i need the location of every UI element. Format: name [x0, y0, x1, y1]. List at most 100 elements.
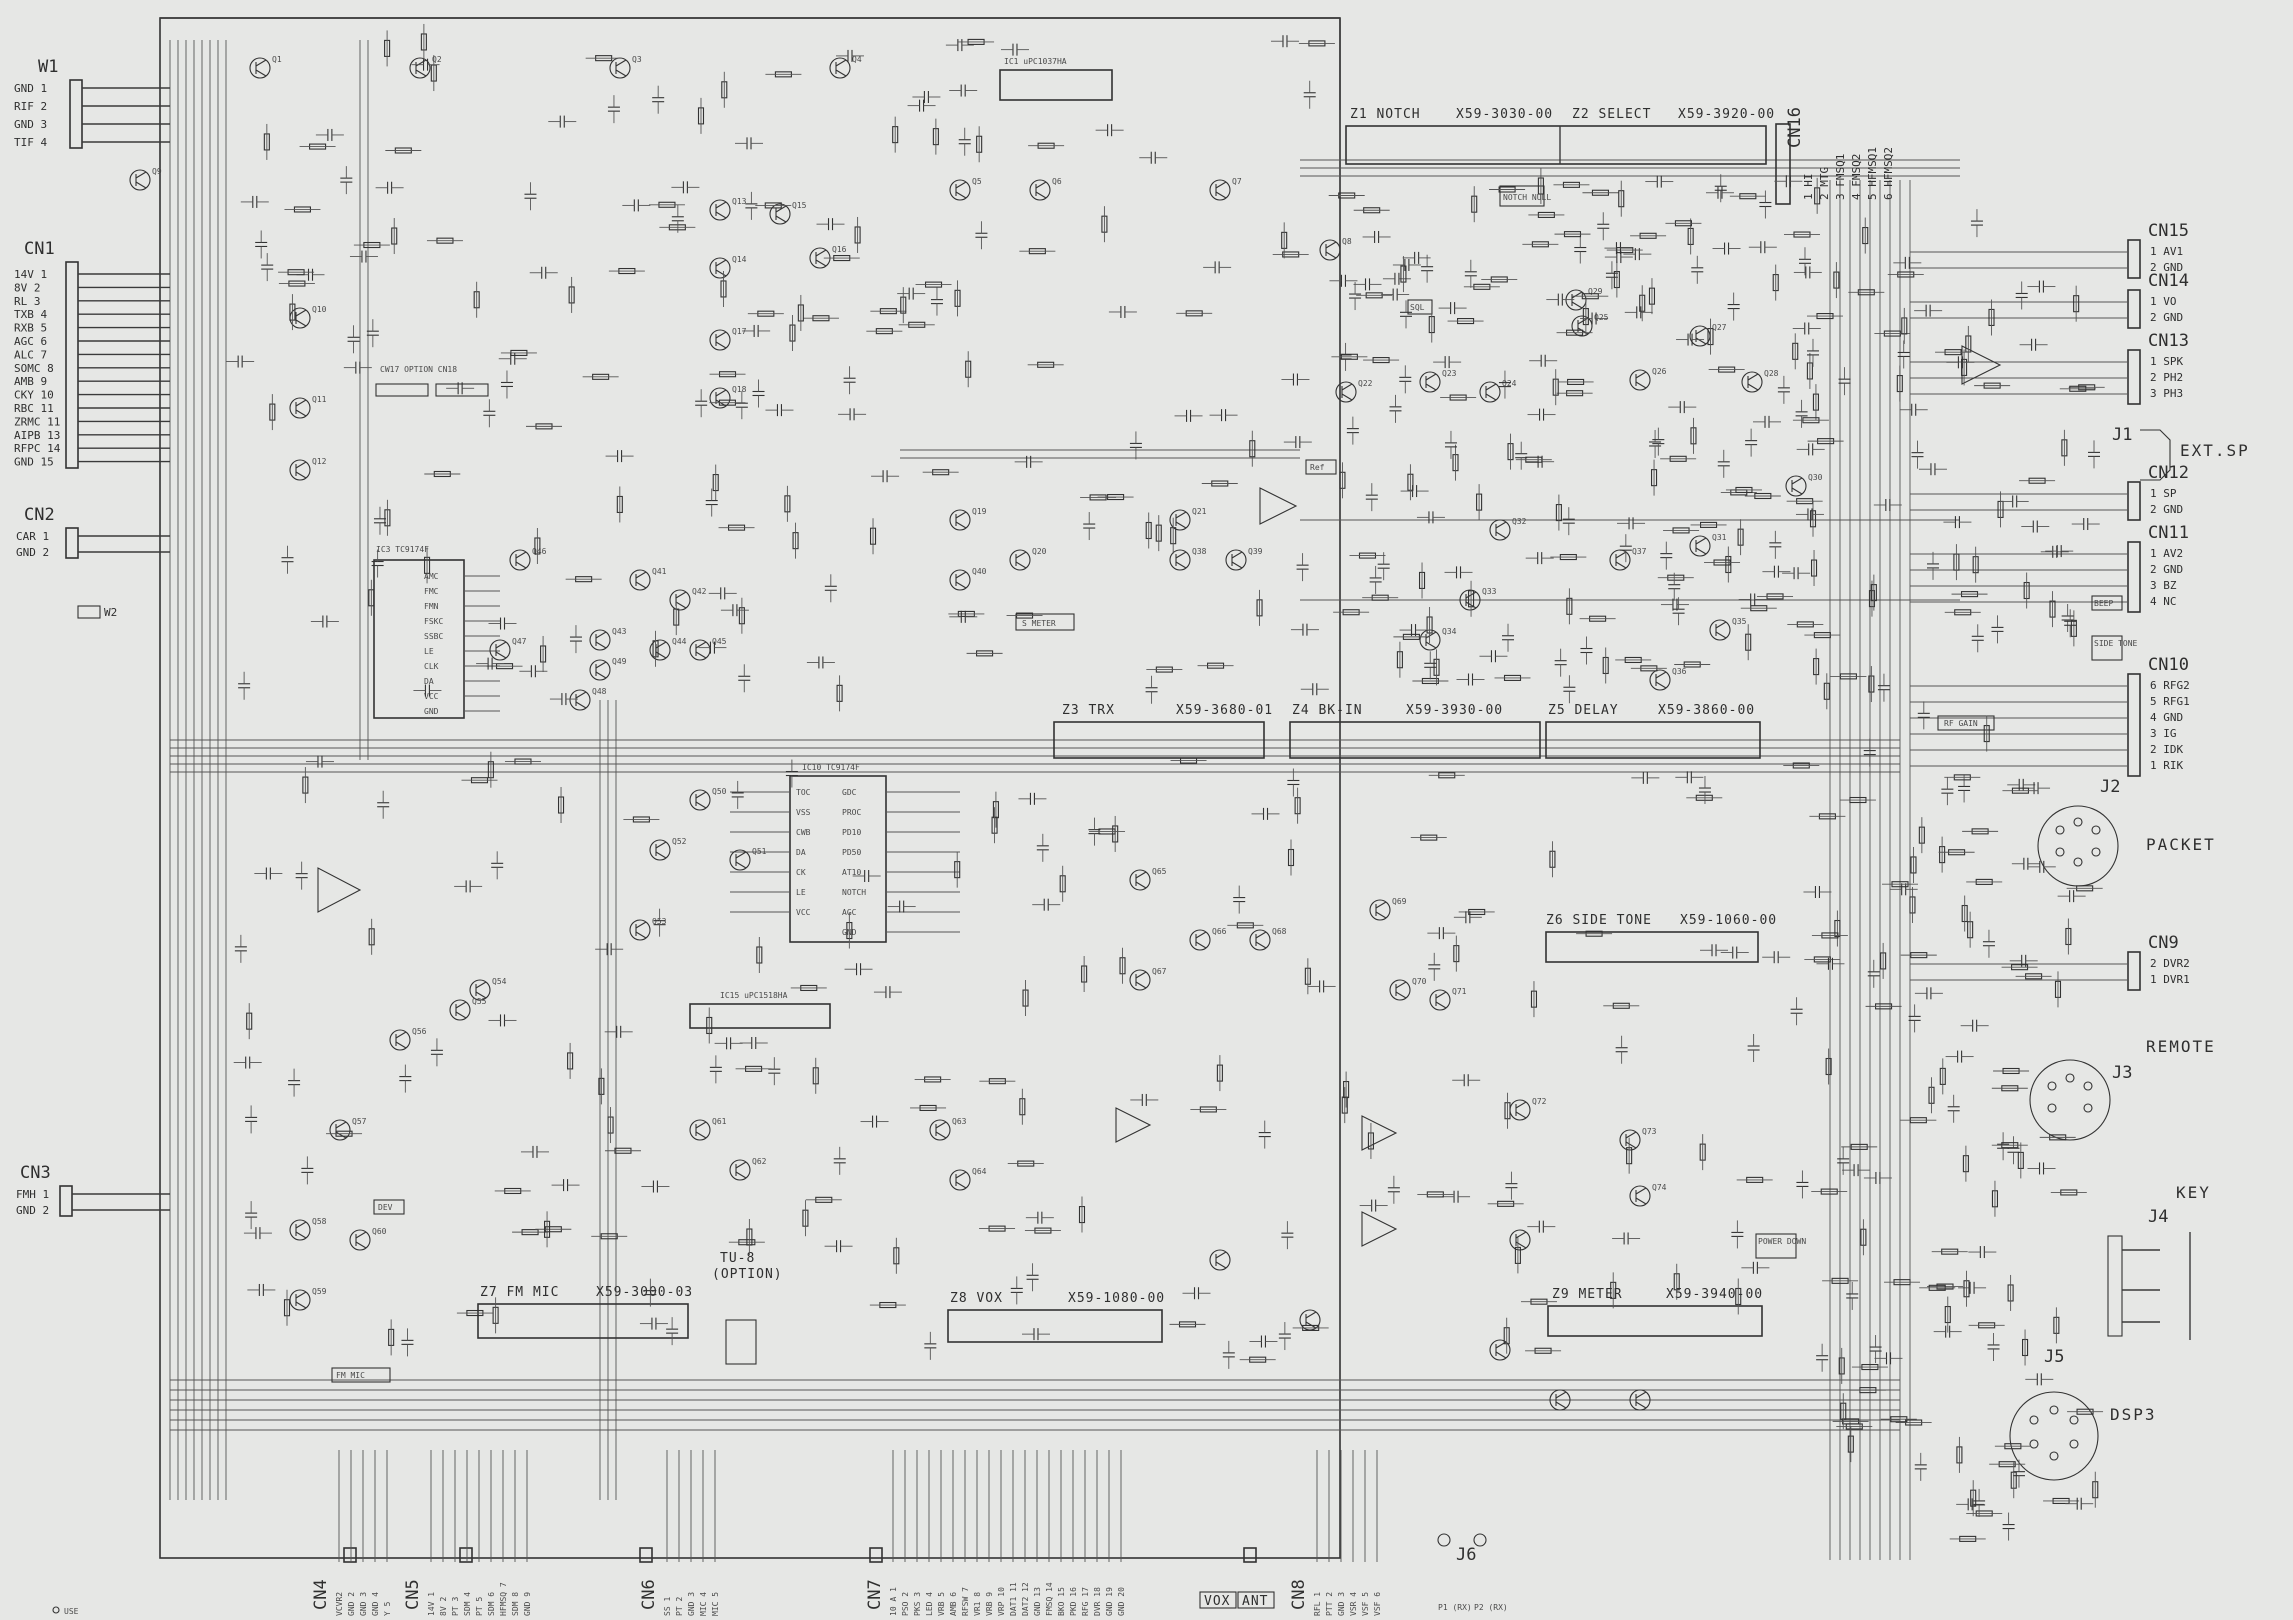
transistor-label-15: Q15 [792, 201, 807, 210]
transistor-label-23: Q23 [1442, 369, 1457, 378]
transistor-label-70: Q70 [1412, 977, 1427, 986]
left-bus [169, 40, 617, 1500]
transistor-39 [1225, 549, 1247, 571]
cw17-option: CW17 OPTION CN18 [375, 365, 489, 397]
transistor-4 [829, 57, 851, 79]
cn10-pin-1: 6 RFG2 [2150, 679, 2190, 692]
transistor-67 [1129, 969, 1151, 991]
cn14-title: CN14 [2148, 271, 2189, 291]
ic10-pin-3: CWB [796, 828, 811, 837]
ic3-pin-5: SSBC [424, 632, 443, 641]
j1-ext-sp: J1 EXT.SP [2112, 425, 2248, 481]
cn14-pin-2: 2 GND [2150, 311, 2183, 324]
ref-boxes: Ref S METER RF GAIN SIDE TONE BEEP SQL P… [373, 299, 2138, 1259]
cn10-pin-5: 2 IDK [2150, 743, 2183, 756]
transistor-label-58: Q58 [312, 1217, 327, 1226]
transistor-label-41: Q41 [652, 567, 667, 576]
transistor-label-5: Q5 [972, 177, 982, 186]
cn1-pin-11: RBC 11 [14, 402, 54, 415]
cn7-pin-20: GND 20 [1117, 1587, 1126, 1616]
cn7-pin-4: LED 4 [925, 1592, 934, 1616]
cn4-pin-1: VCVR2 [335, 1592, 344, 1616]
transistor-label-18: Q18 [732, 385, 747, 394]
cn8-pin-2: PTT 2 [1325, 1592, 1334, 1616]
transistor-73 [1619, 1129, 1641, 1151]
transistor-label-2: Q2 [432, 55, 442, 64]
cn13-pin-1: 1 SPK [2150, 355, 2183, 368]
transistor-13 [709, 199, 731, 221]
transistor-label-29: Q29 [1588, 287, 1603, 296]
ic10-pin-5: CK [796, 868, 806, 877]
block-z9: Z9 METER X59-3940-00 [1547, 1287, 1763, 1337]
z7-title: Z7 FM MIC [480, 1285, 559, 1300]
z3-title: Z3 TRX [1062, 703, 1115, 718]
cn16-title: CN16 [1785, 107, 1805, 148]
packet-label: PACKET [2146, 835, 2216, 854]
dsp3-label: DSP3 [2110, 1405, 2157, 1424]
connector-cn3: CN3 FMH 1 GND 2 [16, 1163, 170, 1217]
transistor-label-66: Q66 [1212, 927, 1227, 936]
transistor-30 [1785, 475, 1807, 497]
cn16-pin-1: 1 HI [1802, 174, 1815, 201]
transistor-41 [629, 569, 651, 591]
cn1-pin-13: AIPB 13 [14, 429, 60, 442]
transistor-label-47: Q47 [512, 637, 527, 646]
transistor-52 [649, 839, 671, 861]
transistor-32 [1489, 519, 1511, 541]
transistor-9 [129, 169, 151, 191]
transistor-68 [1249, 929, 1271, 951]
transistor-label-53: Q53 [652, 917, 667, 926]
transistor-label-33: Q33 [1482, 587, 1497, 596]
ic3-pin-2: FMC [424, 587, 439, 596]
w1-pin-3: GND 3 [14, 118, 47, 131]
transistor-21 [1169, 509, 1191, 531]
ic10-pin-13: NOTCH [842, 888, 866, 897]
cn3-pin-2: GND 2 [16, 1204, 49, 1217]
cn5-pin-4: SDM 4 [463, 1592, 472, 1616]
cn1-pin-5: RXB 5 [14, 322, 47, 335]
transistor-57 [329, 1119, 351, 1141]
transistor-label-45: Q45 [712, 637, 727, 646]
cn5-pin-6: SDM 6 [487, 1592, 496, 1616]
cn2-pin-1: CAR 1 [16, 530, 49, 543]
transistor-38 [1169, 549, 1191, 571]
cn10-title: CN10 [2148, 655, 2189, 675]
transistor-20 [1009, 549, 1031, 571]
j2-packet-din: J2 PACKET [2037, 777, 2216, 887]
transistor-label-56: Q56 [412, 1027, 427, 1036]
transistor-label-20: Q20 [1032, 547, 1047, 556]
cn7-pin-10: VRP 10 [997, 1587, 1006, 1616]
transistor-50 [689, 789, 711, 811]
transistor-label-42: Q42 [692, 587, 707, 596]
transistor-label-11: Q11 [312, 395, 327, 404]
z5-part: X59-3860-00 [1658, 703, 1755, 718]
transistor-70 [1389, 979, 1411, 1001]
cn1-pin-2: 8V 2 [14, 281, 41, 294]
transistor-64 [949, 1169, 971, 1191]
transistor-label-30: Q30 [1808, 473, 1823, 482]
transistor-label-19: Q19 [972, 507, 987, 516]
beep-label: BEEP [2094, 599, 2113, 608]
z7-part: X59-3000-03 [596, 1285, 693, 1300]
w1-pin-1: GND 1 [14, 82, 47, 95]
transistor-61 [689, 1119, 711, 1141]
transistor-label-49: Q49 [612, 657, 627, 666]
cn4-pin-2: GND 2 [347, 1592, 356, 1616]
transistor-19 [949, 509, 971, 531]
cn11-title: CN11 [2148, 523, 2189, 543]
cn6-pin-5: MIC 5 [711, 1592, 720, 1616]
z1-title: Z1 NOTCH [1350, 107, 1421, 122]
cn13-title: CN13 [2148, 331, 2189, 351]
transistor-label-44: Q44 [672, 637, 687, 646]
transistor-label-59: Q59 [312, 1287, 327, 1296]
cn7-pin-19: GND 19 [1105, 1587, 1114, 1616]
transistor-label-35: Q35 [1732, 617, 1747, 626]
ic3-pin-1: AMC [424, 572, 439, 581]
vox-label: VOX [1204, 1594, 1230, 1609]
cn6-pin-3: GND 3 [687, 1592, 696, 1616]
cn12-pin-2: 2 GND [2150, 503, 2183, 516]
cn7-pin-5: VRB 5 [937, 1592, 946, 1616]
block-z7: Z7 FM MIC X59-3000-03 FM MIC [331, 1285, 693, 1383]
transistor-label-65: Q65 [1152, 867, 1167, 876]
